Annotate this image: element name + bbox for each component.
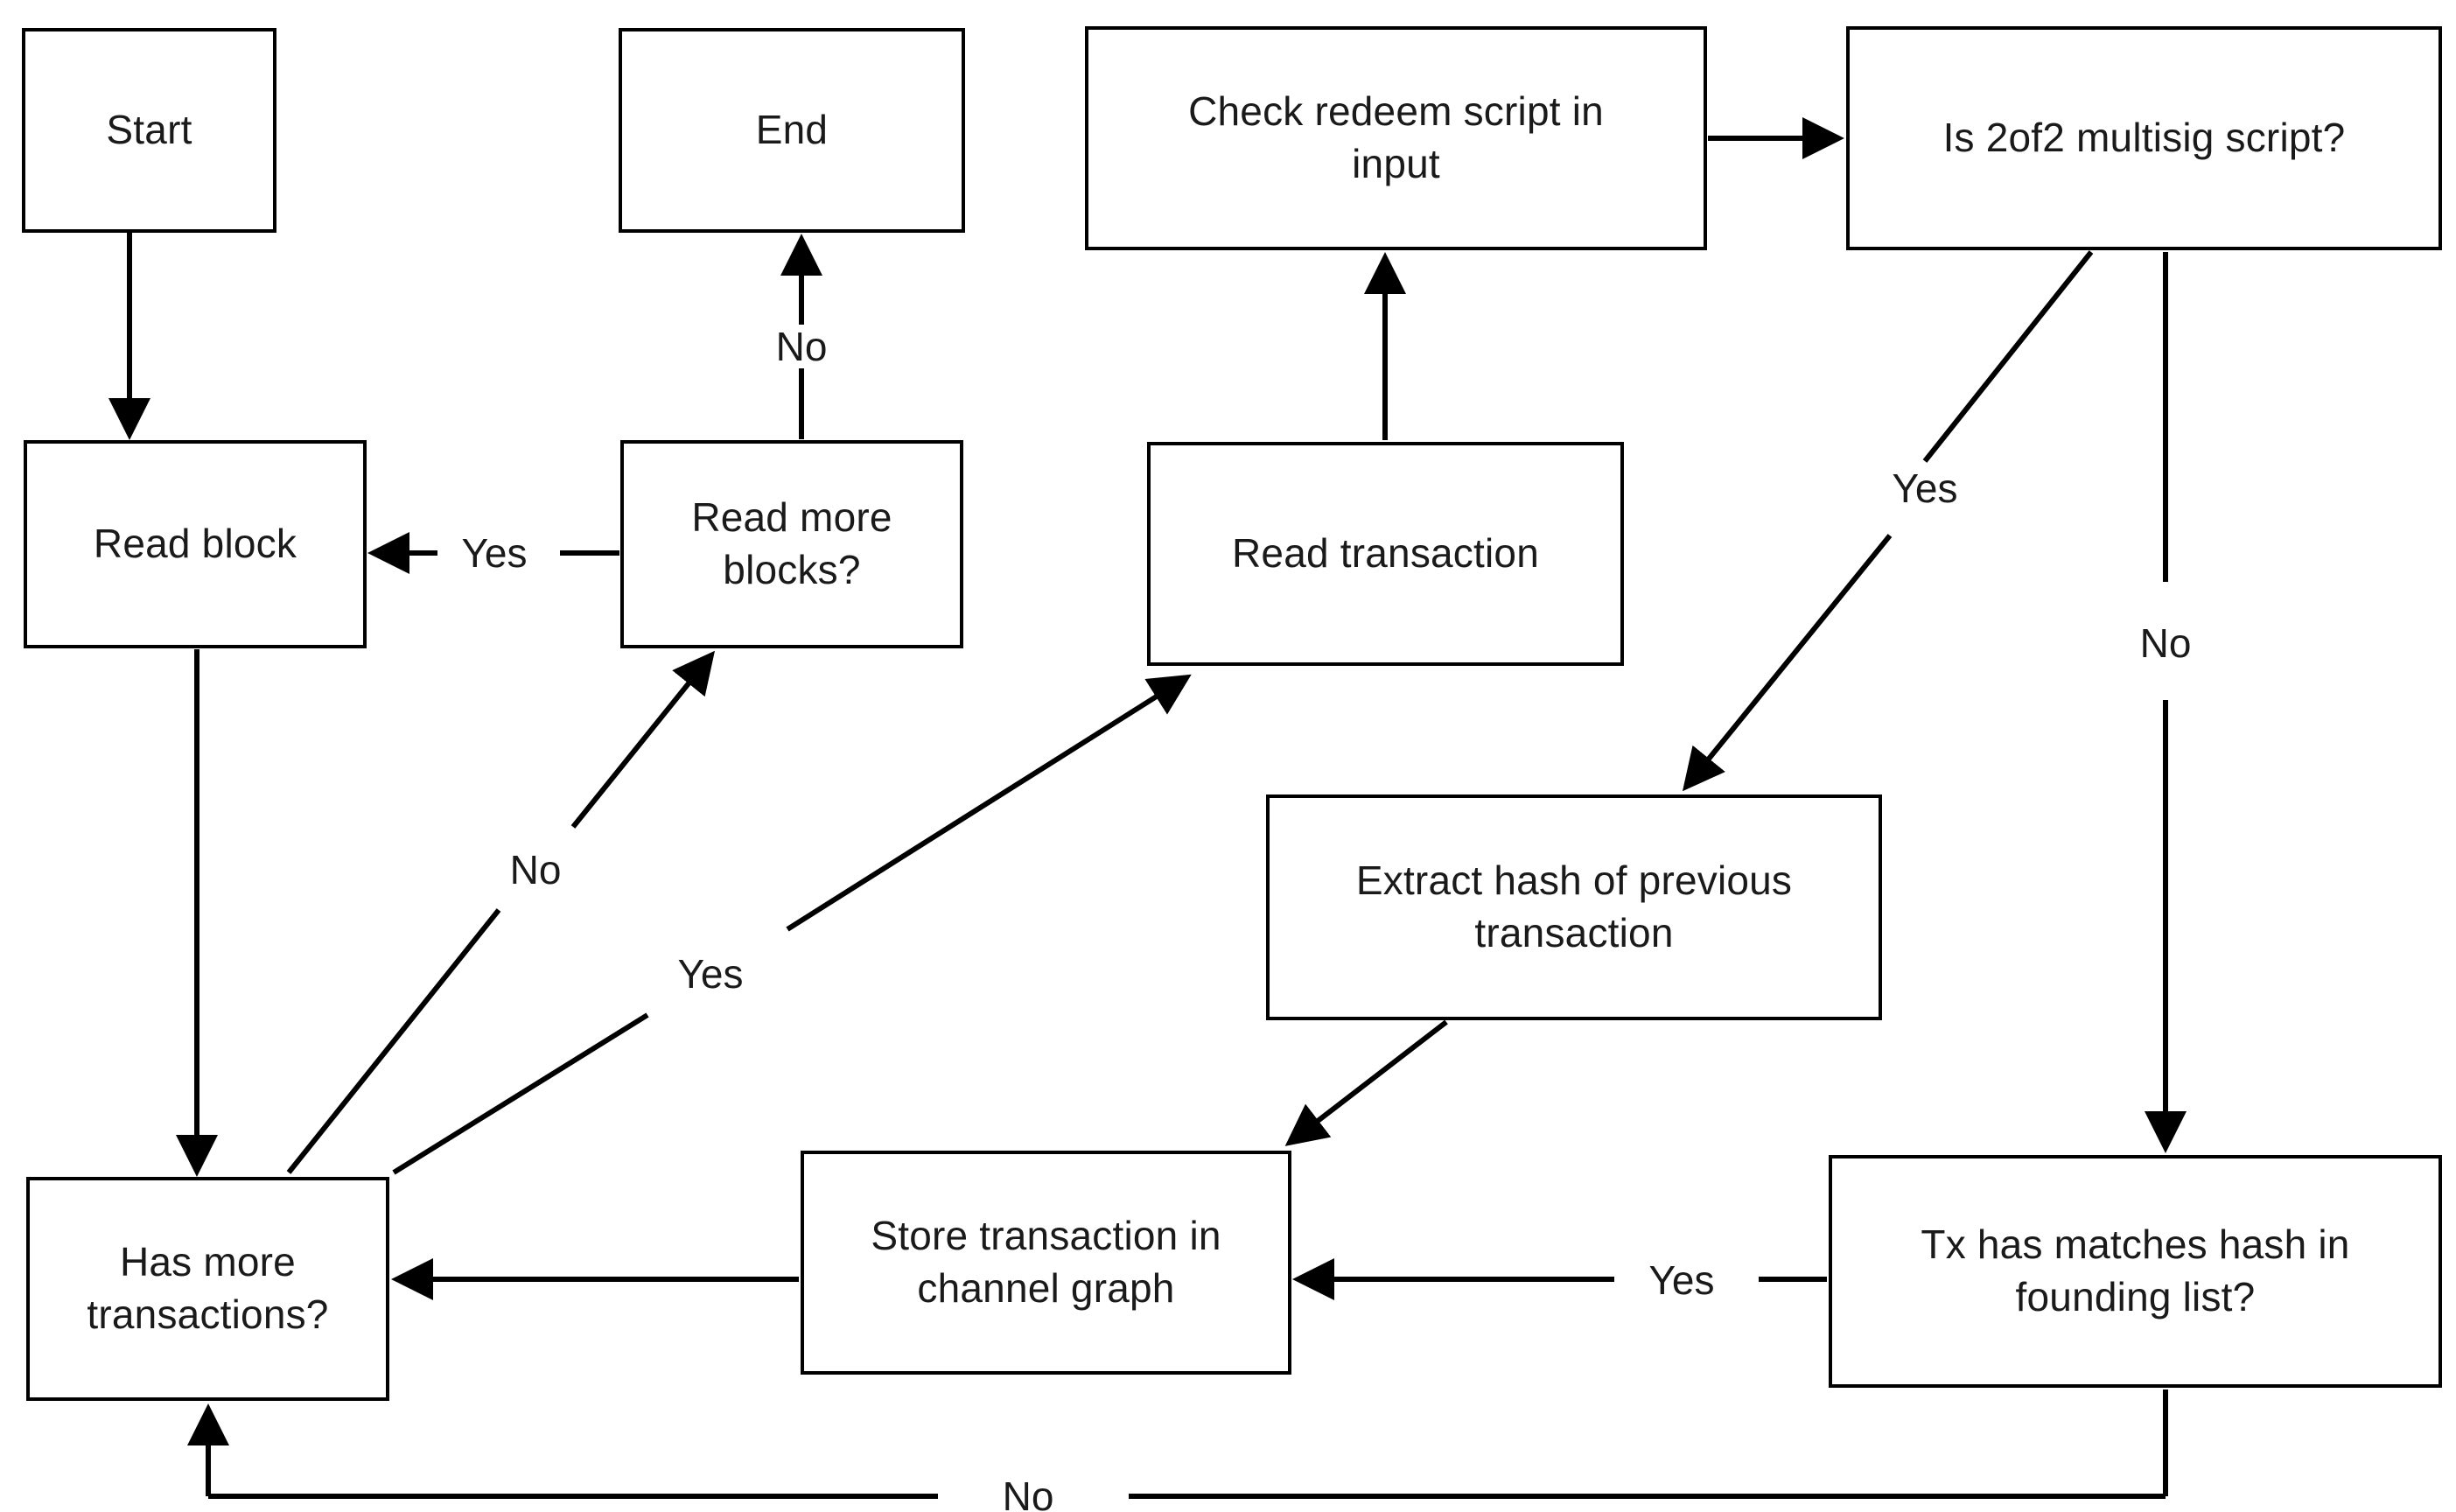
node-is-2of2-multisig-script[interactable]: Is 2of2 multisig script?: [1846, 26, 2442, 250]
node-read-block-label: Read block: [93, 521, 297, 567]
edge-has-more-tx-to-read-tx-a: [392, 1012, 649, 1175]
node-tx-has-matches-hash-in-founding-list-label: Tx has matches hash in founding list?: [1921, 1222, 2350, 1320]
node-check-redeem-script[interactable]: Check redeem script in input: [1085, 26, 1707, 250]
edge-label-tx-matches-hash-to-store-transaction: Yes: [1640, 1258, 1724, 1302]
node-store-transaction-in-channel-graph-label: Store transaction in channel graph: [871, 1213, 1221, 1311]
node-has-more-transactions-label: Has more transactions?: [87, 1239, 329, 1337]
edge-label-is-2of2-to-tx-matches-hash: No: [2131, 621, 2201, 665]
node-start-label: Start: [106, 107, 192, 153]
node-end-label: End: [755, 107, 829, 153]
node-is-2of2-multisig-script-label: Is 2of2 multisig script?: [1942, 115, 2346, 161]
node-start[interactable]: Start: [22, 28, 276, 233]
node-check-redeem-script-label: Check redeem script in input: [1188, 88, 1604, 186]
edge-has-more-tx-to-read-more-blocks-b: [570, 650, 716, 829]
node-extract-hash-of-previous-transaction[interactable]: Extract hash of previous transaction: [1266, 794, 1882, 1020]
edge-has-more-tx-to-read-more-blocks-a: [286, 908, 501, 1174]
node-read-transaction-label: Read transaction: [1232, 530, 1539, 577]
edge-is-2of2-to-extract-hash-b: [1682, 534, 1893, 792]
node-has-more-transactions[interactable]: Has more transactions?: [26, 1177, 389, 1401]
edge-extract-hash-to-store-tx: [1284, 1019, 1448, 1146]
node-tx-has-matches-hash-in-founding-list[interactable]: Tx has matches hash in founding list?: [1829, 1155, 2442, 1388]
node-store-transaction-in-channel-graph[interactable]: Store transaction in channel graph: [801, 1151, 1291, 1375]
edge-label-has-more-tx-to-read-more-blocks: No: [500, 848, 570, 892]
node-read-transaction[interactable]: Read transaction: [1147, 442, 1624, 666]
node-end[interactable]: End: [619, 28, 965, 233]
edge-has-more-tx-to-read-tx-b: [786, 674, 1192, 932]
node-read-more-blocks[interactable]: Read more blocks?: [620, 440, 963, 648]
node-read-block[interactable]: Read block: [24, 440, 367, 648]
edge-label-read-more-blocks-to-read-block: Yes: [452, 531, 536, 575]
node-read-more-blocks-label: Read more blocks?: [691, 494, 892, 592]
edge-label-is-2of2-to-extract-hash: Yes: [1883, 466, 1967, 510]
node-extract-hash-of-previous-transaction-label: Extract hash of previous transaction: [1355, 858, 1793, 956]
edge-label-tx-matches-hash-to-has-more-transactions: No: [993, 1474, 1063, 1512]
edge-is-2of2-to-extract-hash-a: [1922, 250, 2094, 463]
edge-label-read-more-blocks-to-end: No: [766, 325, 836, 368]
edge-label-has-more-tx-to-read-transaction: Yes: [668, 952, 752, 996]
